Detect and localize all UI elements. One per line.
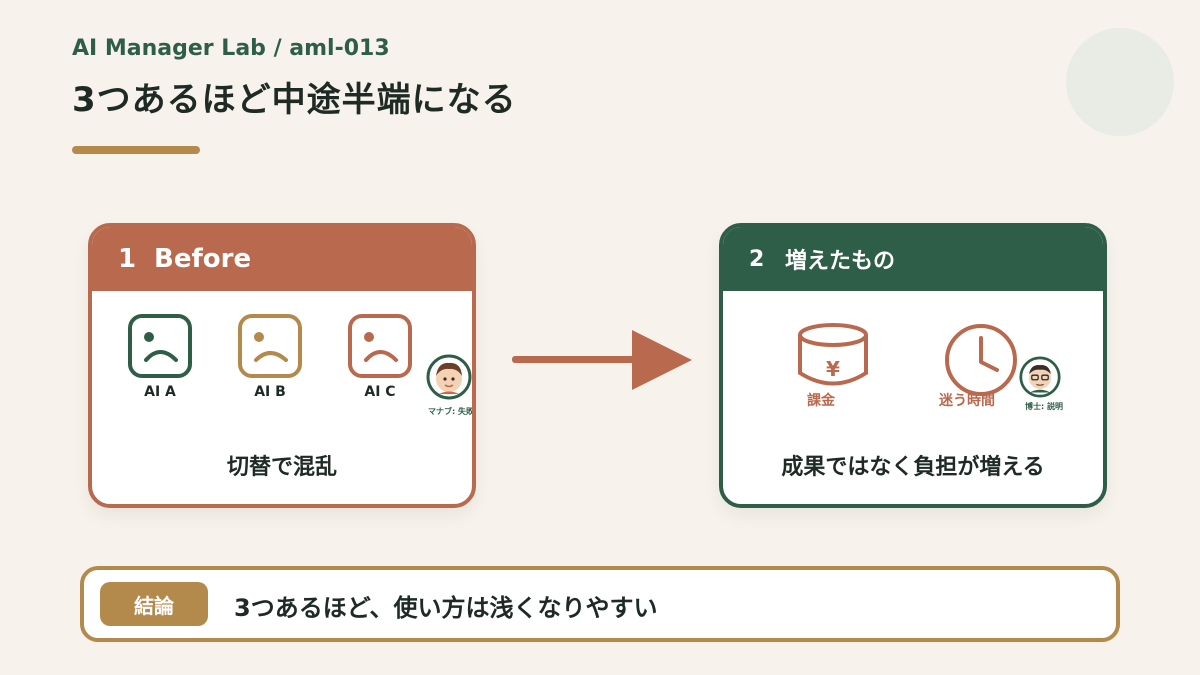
- card-heading: Before: [154, 244, 252, 274]
- arrow-right-icon: [512, 330, 692, 390]
- increased-footer: 成果ではなく負担が増える: [781, 455, 1045, 480]
- face-label-a: AI A: [144, 384, 176, 400]
- card-number: 1: [118, 244, 137, 274]
- sad-face-icon-a: [128, 314, 192, 378]
- card-heading: 増えたもの: [785, 249, 896, 274]
- clock-icon: [945, 324, 1017, 396]
- increased-card: 2 増えたもの ¥ 課金 迷う時間 博士: 説明 成果ではなく負担が増える: [719, 223, 1107, 508]
- card-number: 2: [749, 246, 765, 272]
- increased-card-header: 2 増えたもの: [723, 227, 1103, 291]
- conclusion-box: 結論 3つあるほど、使い方は浅くなりやすい: [80, 566, 1120, 642]
- manabu-avatar-icon: [426, 354, 472, 400]
- clock-label: 迷う時間: [939, 393, 995, 409]
- face-label-c: AI C: [364, 384, 396, 400]
- face-label-b: AI B: [254, 384, 286, 400]
- sad-face-icon-c: [348, 314, 412, 378]
- coin-icon: ¥: [798, 323, 868, 386]
- before-card-header: 1 Before: [92, 227, 472, 291]
- brand-label: AI Manager Lab / aml-013: [72, 36, 390, 61]
- conclusion-text: 3つあるほど、使い方は浅くなりやすい: [234, 594, 658, 622]
- coin-label: 課金: [807, 393, 835, 409]
- sad-face-icon-b: [238, 314, 302, 378]
- before-footer: 切替で混乱: [226, 455, 337, 480]
- conclusion-badge: 結論: [100, 582, 208, 626]
- manabu-caption: マナブ: 失敗: [428, 407, 474, 416]
- before-card: 1 Before AI A AI B AI C マナブ: 失敗 切替で混乱: [88, 223, 476, 508]
- decorative-circle: [1066, 28, 1174, 136]
- hakase-caption: 博士: 説明: [1025, 402, 1063, 411]
- title-underline: [72, 146, 200, 154]
- hakase-avatar-icon: [1019, 356, 1061, 398]
- page-title: 3つあるほど中途半端になる: [72, 80, 517, 120]
- yen-glyph: ¥: [826, 357, 840, 381]
